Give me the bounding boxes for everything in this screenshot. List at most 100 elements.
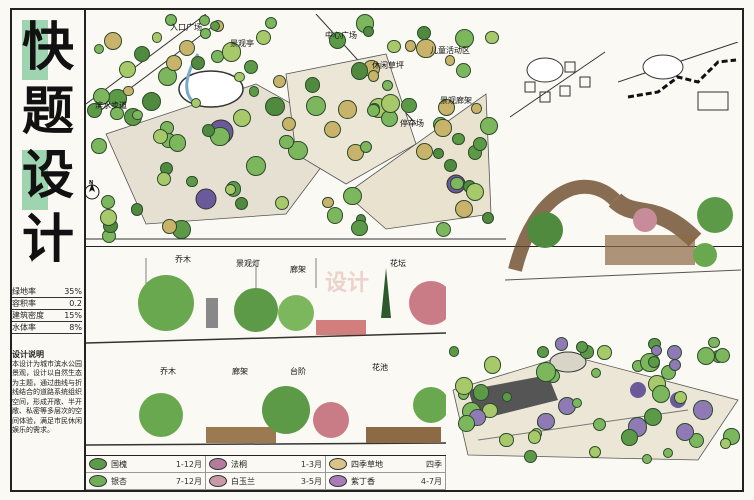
- tree-canopy: [234, 71, 245, 83]
- plant-swatch: [329, 458, 347, 470]
- svg-text:N: N: [89, 180, 93, 186]
- plan-label: 景观廊架: [440, 96, 472, 105]
- plant-swatch: [89, 458, 107, 470]
- row-divider: [86, 246, 742, 247]
- tree-canopy: [362, 25, 375, 38]
- tree-canopy: [591, 367, 602, 378]
- section-label: 台阶: [290, 367, 306, 376]
- tree-canopy: [452, 132, 465, 146]
- title-char-1: 快: [21, 17, 74, 78]
- tree-canopy: [641, 453, 653, 465]
- tree-canopy: [323, 121, 341, 139]
- tree-canopy: [456, 62, 472, 78]
- tree-canopy: [351, 219, 368, 237]
- plan-label: 停车场: [400, 119, 424, 128]
- section-label: 花池: [372, 363, 388, 372]
- tree-canopy: [151, 32, 163, 43]
- tree-canopy: [166, 54, 182, 71]
- plant-time: 1-3月: [300, 459, 322, 469]
- tree-canopy: [499, 432, 514, 448]
- tree-canopy: [132, 109, 143, 120]
- tree-canopy: [575, 340, 588, 354]
- tree-canopy: [485, 30, 499, 45]
- tree-canopy: [87, 102, 102, 118]
- tree-canopy: [168, 134, 187, 152]
- tree-canopy: [554, 336, 569, 351]
- plan-label: 中心广场: [325, 31, 357, 40]
- tree-canopy: [571, 398, 582, 409]
- plant-time: 7-12月: [175, 476, 202, 486]
- title-char-4: 计: [21, 209, 74, 270]
- tree-canopy: [448, 346, 460, 357]
- plan-label: 景观亭: [230, 39, 254, 48]
- tree-canopy: [481, 211, 495, 225]
- plan-label: 休闲草坪: [372, 61, 404, 70]
- tree-canopy: [592, 417, 606, 431]
- plan-label: 滨水步道: [95, 101, 127, 110]
- tree-canopy: [589, 446, 602, 459]
- plant-row: 紫丁香 4-7月: [326, 473, 446, 490]
- plan-label: 儿童活动区: [430, 46, 470, 55]
- tree-canopy: [123, 85, 134, 97]
- tree-canopy: [179, 39, 196, 56]
- tree-canopy: [350, 62, 369, 80]
- tree-canopy: [450, 177, 464, 191]
- tree-canopy: [472, 384, 490, 401]
- plant-swatch: [209, 458, 227, 470]
- tree-canopy: [165, 14, 177, 27]
- tree-canopy: [225, 184, 236, 195]
- tree-canopy: [152, 129, 169, 145]
- tree-canopy: [455, 377, 473, 395]
- indicator-label: 建筑密度: [12, 311, 44, 320]
- tree-canopy: [264, 96, 285, 117]
- tree-canopy: [417, 26, 432, 41]
- analysis-diagram-2: [618, 42, 739, 111]
- tree-canopy: [650, 344, 663, 357]
- tree-canopy: [597, 345, 613, 360]
- notes-body: 本设计为城市滨水公园景观，设计以自然生态为主题，通过曲线与折线结合的道路系统组织…: [12, 359, 82, 435]
- tree-canopy: [537, 412, 555, 431]
- tree-canopy: [304, 77, 320, 93]
- tree-canopy: [91, 138, 107, 155]
- tree-canopy: [367, 69, 380, 82]
- plant-time: 1-12月: [175, 459, 202, 469]
- perspective-sketch: [505, 179, 741, 281]
- tree-canopy: [527, 430, 542, 445]
- tree-canopy: [668, 358, 681, 371]
- indicator-value: 35%: [64, 287, 82, 296]
- plant-name: 紫丁香: [351, 476, 375, 486]
- tree-canopy: [471, 103, 482, 114]
- tree-canopy: [93, 43, 104, 55]
- tree-canopy: [401, 97, 417, 114]
- tree-canopy: [221, 42, 242, 62]
- tree-canopy: [675, 423, 694, 442]
- plant-time: 4-7月: [420, 476, 442, 486]
- plant-name: 法桐: [231, 459, 247, 469]
- tree-canopy: [673, 390, 687, 405]
- tree-canopy: [666, 344, 682, 361]
- tree-canopy: [281, 117, 297, 132]
- plant-name: 国槐: [111, 459, 127, 469]
- tree-canopy: [200, 27, 212, 39]
- tree-canopy: [663, 448, 674, 459]
- section-elevation-2: [86, 386, 446, 446]
- tree-canopy: [202, 123, 216, 137]
- section-label: 廊架: [290, 265, 306, 274]
- section-elevation-1: [86, 258, 446, 344]
- plant-time: 四季: [426, 459, 442, 469]
- tree-canopy: [536, 362, 556, 382]
- tree-canopy: [338, 100, 357, 119]
- tree-canopy: [433, 148, 445, 159]
- indicator-value: 0.2: [69, 299, 82, 308]
- tree-canopy: [647, 356, 660, 369]
- tree-canopy: [186, 175, 199, 188]
- tree-canopy: [191, 55, 206, 70]
- tree-canopy: [455, 199, 474, 218]
